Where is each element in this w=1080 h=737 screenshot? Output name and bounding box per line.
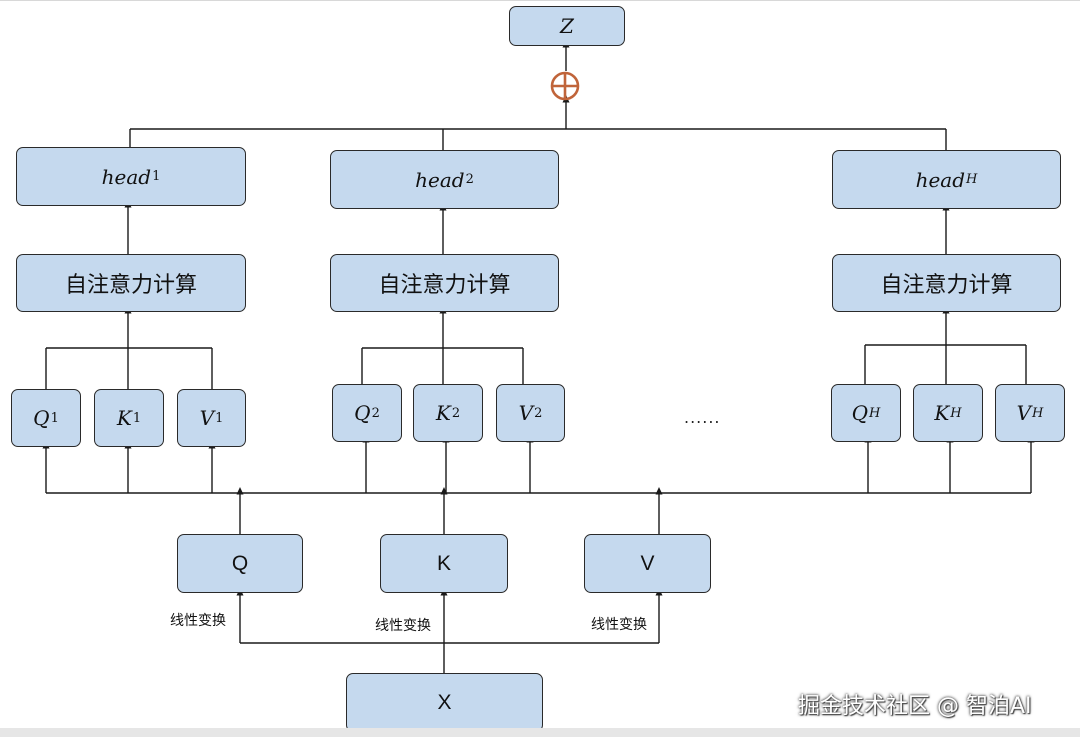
linear-transform-label-k: 线性变换: [375, 618, 431, 634]
input-x-box: X: [346, 673, 543, 732]
self-attention-box-2: 自注意力计算: [330, 254, 559, 312]
self-attention-box-h: 自注意力计算: [832, 254, 1061, 312]
more-heads-ellipsis: ......: [684, 408, 721, 427]
watermark: 掘金技术社区 @ 智泊AI: [798, 694, 1032, 719]
linear-transform-label-q: 线性变换: [170, 613, 226, 629]
top-border: [0, 0, 1080, 1]
concat-plus-icon: [550, 71, 580, 101]
output-z-label: Z: [560, 14, 574, 38]
output-z-box: Z: [509, 6, 625, 46]
self-attention-box-1: 自注意力计算: [16, 254, 246, 312]
k-projection-box: K: [380, 534, 508, 593]
linear-transform-label-v: 线性变换: [591, 617, 647, 633]
q-projection-box: Q: [177, 534, 303, 593]
v-projection-box: V: [584, 534, 711, 593]
bottom-bar: [0, 728, 1080, 737]
